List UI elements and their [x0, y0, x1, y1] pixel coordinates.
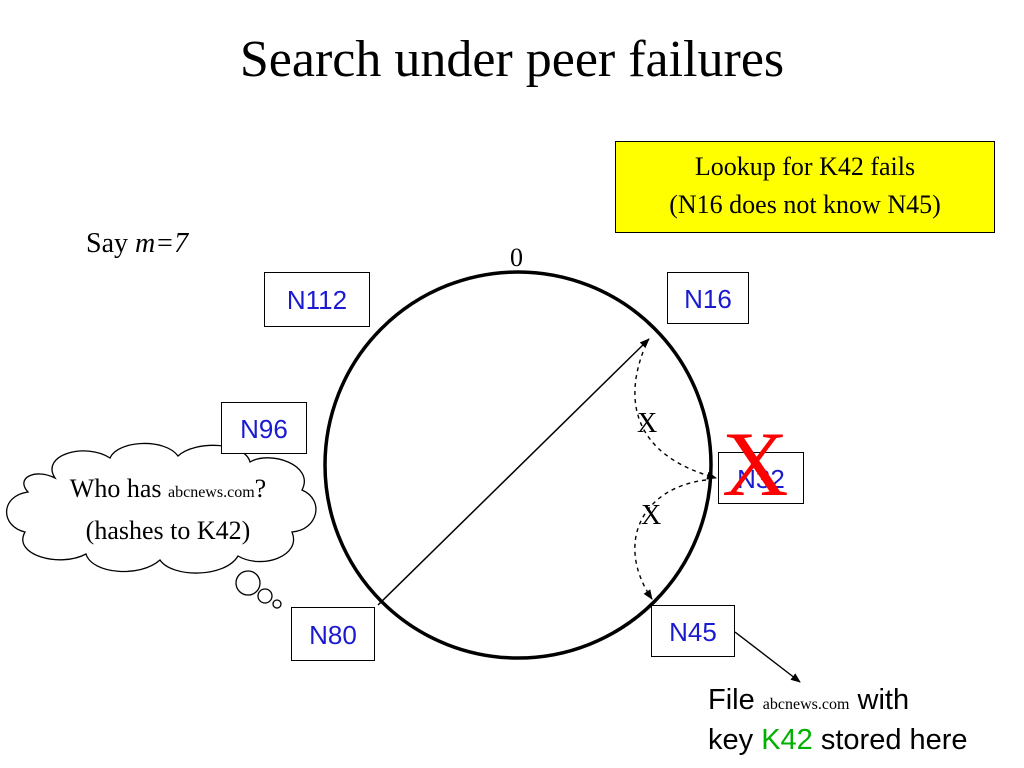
node-n80: N80	[291, 607, 375, 661]
with-word: with	[849, 684, 910, 716]
storage-domain: abcnews.com	[762, 696, 850, 713]
node-n32: N32	[718, 452, 804, 504]
route-arrow-n16-n32	[634, 351, 717, 480]
lookup-arrow	[377, 338, 650, 606]
thought-bubble-text: Who has abcnews.com? (hashes to K42)	[18, 470, 318, 550]
storage-note-line-1: File abcnews.com with	[708, 684, 909, 717]
thought-suffix: ?	[254, 474, 267, 503]
node-n16: N16	[667, 272, 749, 324]
thought-bubble-small	[272, 599, 282, 609]
failed-node-mark: X	[722, 413, 789, 515]
stored-here: stored here	[812, 724, 968, 756]
thought-domain: abcnews.com	[168, 484, 255, 501]
key-word: key	[708, 724, 762, 756]
node-n45: N45	[651, 605, 735, 657]
ring-size-label: Say m=7	[86, 228, 188, 260]
thought-bubble-medium	[257, 588, 273, 604]
callout-line-2: (N16 does not know N45)	[669, 190, 941, 219]
callout-line-1: Lookup for K42 fails	[694, 152, 916, 181]
route-arrow-n32-n45	[634, 479, 707, 600]
file-word: File	[708, 684, 763, 716]
thought-line-1: Who has abcnews.com?	[18, 470, 318, 512]
ring-zero-label: 0	[510, 243, 523, 272]
failure-callout: Lookup for K42 fails (N16 does not know …	[615, 141, 995, 233]
broken-link-mark-upper: X	[637, 408, 658, 439]
say-prefix: Say	[86, 228, 135, 259]
storage-arrow	[734, 631, 801, 683]
node-n112: N112	[264, 272, 370, 327]
m-value: m=7	[135, 228, 189, 259]
node-n96: N96	[221, 402, 307, 454]
chord-ring	[323, 270, 713, 660]
thought-prefix: Who has	[69, 474, 168, 503]
broken-link-mark-lower: X	[641, 500, 662, 531]
thought-line-2: (hashes to K42)	[85, 516, 251, 545]
storage-note-line-2: key K42 stored here	[708, 724, 968, 757]
thought-bubble-large	[235, 570, 261, 596]
thought-cloud	[5, 442, 317, 574]
key-value: K42	[761, 724, 813, 756]
slide-title: Search under peer failures	[239, 31, 785, 88]
